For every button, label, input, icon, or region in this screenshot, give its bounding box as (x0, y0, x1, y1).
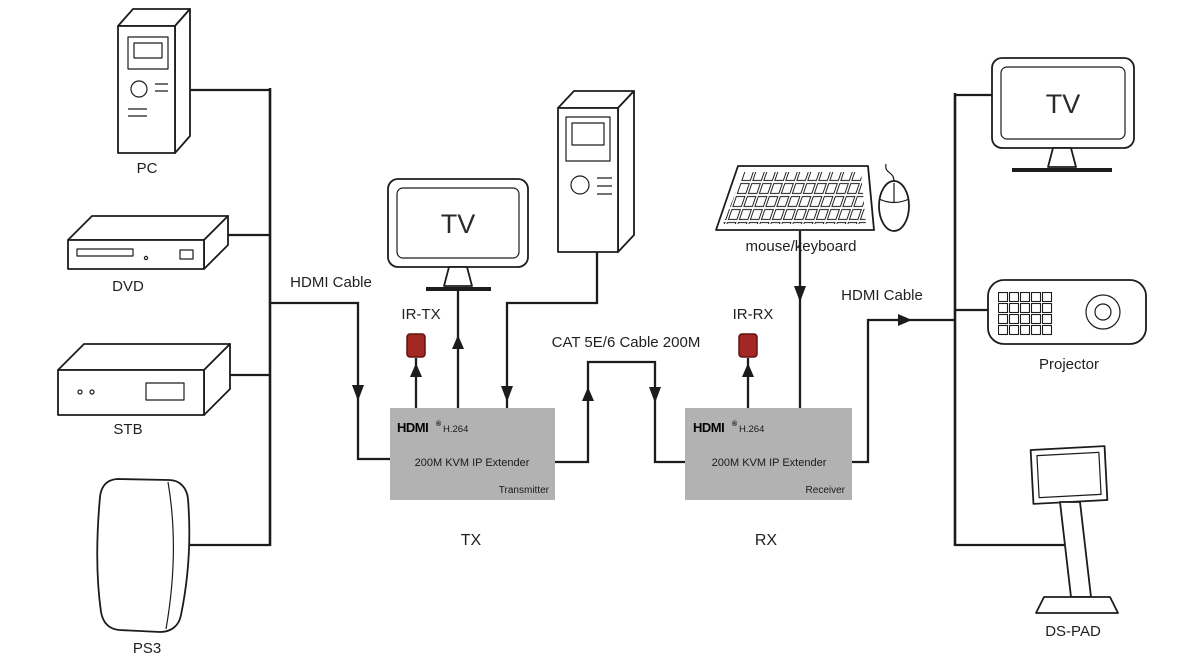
device-mouse-keyboard: mouse/keyboard (715, 163, 910, 408)
device-pc: PC (117, 8, 191, 177)
ds-pad-label: DS-PAD (1045, 623, 1101, 640)
rx-to-bus-line (852, 318, 955, 464)
stb-front-details (77, 382, 185, 401)
tv-local-screen (396, 187, 520, 259)
tower-front-details (565, 116, 612, 195)
ir-rx-receiver: IR-RX (733, 306, 774, 408)
transmitter-box: HDMI ® H.264 200M KVM IP Extender Transm… (390, 408, 555, 549)
cat-cable-link: CAT 5E/6 Cable 200M (552, 334, 701, 464)
tx-product-label: 200M KVM IP Extender (415, 457, 530, 469)
projector-vent-grid (998, 292, 1053, 336)
tx-hdmi-logo-mark: ® (436, 420, 442, 428)
projector-lens-inner (1094, 303, 1112, 321)
tower-to-tx-line (505, 252, 599, 408)
rx-tag-label: RX (755, 532, 778, 549)
tx-hdmi-logo: HDMI (397, 420, 428, 435)
projector-label: Projector (1039, 356, 1099, 373)
rx-hdmi-logo: HDMI (693, 420, 724, 435)
hdmi-out-link: HDMI Cable (841, 287, 955, 464)
tower-side-face (617, 90, 635, 253)
tv-local-label: TV (441, 209, 476, 239)
arrow-up-cat-from-tx-icon (582, 387, 594, 401)
hdmi-cable-left-label: HDMI Cable (290, 274, 372, 291)
tv-remote-label: TV (1046, 89, 1081, 119)
tv-remote-neck (1047, 147, 1077, 168)
ds-pad-screen-group (1029, 445, 1109, 505)
dvd-label: DVD (112, 278, 144, 295)
ps3-contour-line (165, 481, 174, 630)
rx-box-body (685, 408, 852, 500)
rx-codec-label: H.264 (739, 424, 764, 435)
keyboard-keys (723, 172, 866, 224)
hdmi-cable-right-label: HDMI Cable (841, 287, 923, 304)
cat-cable-line (555, 360, 685, 464)
tv-local-neck (443, 266, 473, 287)
device-ds-pad: DS-PAD (1029, 445, 1119, 640)
rx-role-label: Receiver (806, 485, 846, 496)
ps3-label: PS3 (133, 640, 161, 657)
device-tv-remote: TV (991, 57, 1135, 172)
rx-product-label: 200M KVM IP Extender (712, 457, 827, 469)
stb-label: STB (113, 421, 142, 438)
stb-front-face (57, 369, 205, 416)
arrow-up-to-ir-rx-icon (742, 363, 754, 377)
pc-front-details (127, 36, 169, 117)
projector-lens-outer (1085, 294, 1121, 330)
dvd-top-face (67, 215, 229, 241)
ds-pad-base (1035, 596, 1119, 614)
arrow-down-cat-to-rx-icon (649, 387, 661, 403)
arrow-down-tower-to-tx-icon (501, 386, 513, 402)
pc-label: PC (137, 160, 158, 177)
device-dvd: DVD (67, 215, 229, 295)
tx-role-label: Transmitter (499, 485, 550, 496)
dvd-front-face (67, 239, 205, 270)
arrow-up-to-ir-tx-icon (410, 363, 422, 377)
rx-hdmi-logo-mark: ® (732, 420, 738, 428)
tv-remote-screen (1000, 66, 1126, 140)
arrow-up-to-tv-local-icon (452, 335, 464, 349)
arrow-down-keyboard-to-rx-icon (794, 286, 806, 302)
ds-pad-screen (1036, 451, 1102, 499)
ir-rx-label: IR-RX (733, 306, 774, 323)
left-hdmi-bus: HDMI Cable (186, 88, 391, 547)
arrow-right-to-displays-icon (898, 314, 912, 326)
device-ps3: PS3 (96, 478, 191, 657)
ds-pad-screen-bezel (1029, 445, 1109, 505)
receiver-box: HDMI ® H.264 200M KVM IP Extender Receiv… (685, 408, 852, 549)
cat-cable-label: CAT 5E/6 Cable 200M (552, 334, 701, 351)
ir-tx-emitter: IR-TX (401, 306, 441, 408)
ir-rx-eye-icon (738, 333, 758, 358)
pc-side-face (174, 8, 191, 154)
ps3-body (96, 478, 191, 633)
dvd-front-details (76, 248, 194, 261)
stb-top-face (57, 343, 231, 371)
device-projector: Projector (987, 279, 1147, 373)
right-hdmi-bus (953, 93, 1066, 547)
ir-tx-label: IR-TX (401, 306, 440, 323)
tx-tag-label: TX (461, 532, 482, 549)
tx-box-body (390, 408, 555, 500)
mouse-cable (885, 163, 895, 182)
ds-pad-pole (1059, 501, 1092, 598)
tx-codec-label: H.264 (443, 424, 468, 435)
device-stb: STB (57, 343, 231, 438)
device-tv-local: TV (387, 178, 529, 408)
device-computer-tower (501, 90, 635, 408)
arrow-down-to-tx-input-icon (352, 385, 364, 401)
mouse-buttons-line (878, 183, 910, 204)
bus-to-transmitter-line (270, 301, 391, 461)
ir-tx-blaster-icon (406, 333, 426, 358)
